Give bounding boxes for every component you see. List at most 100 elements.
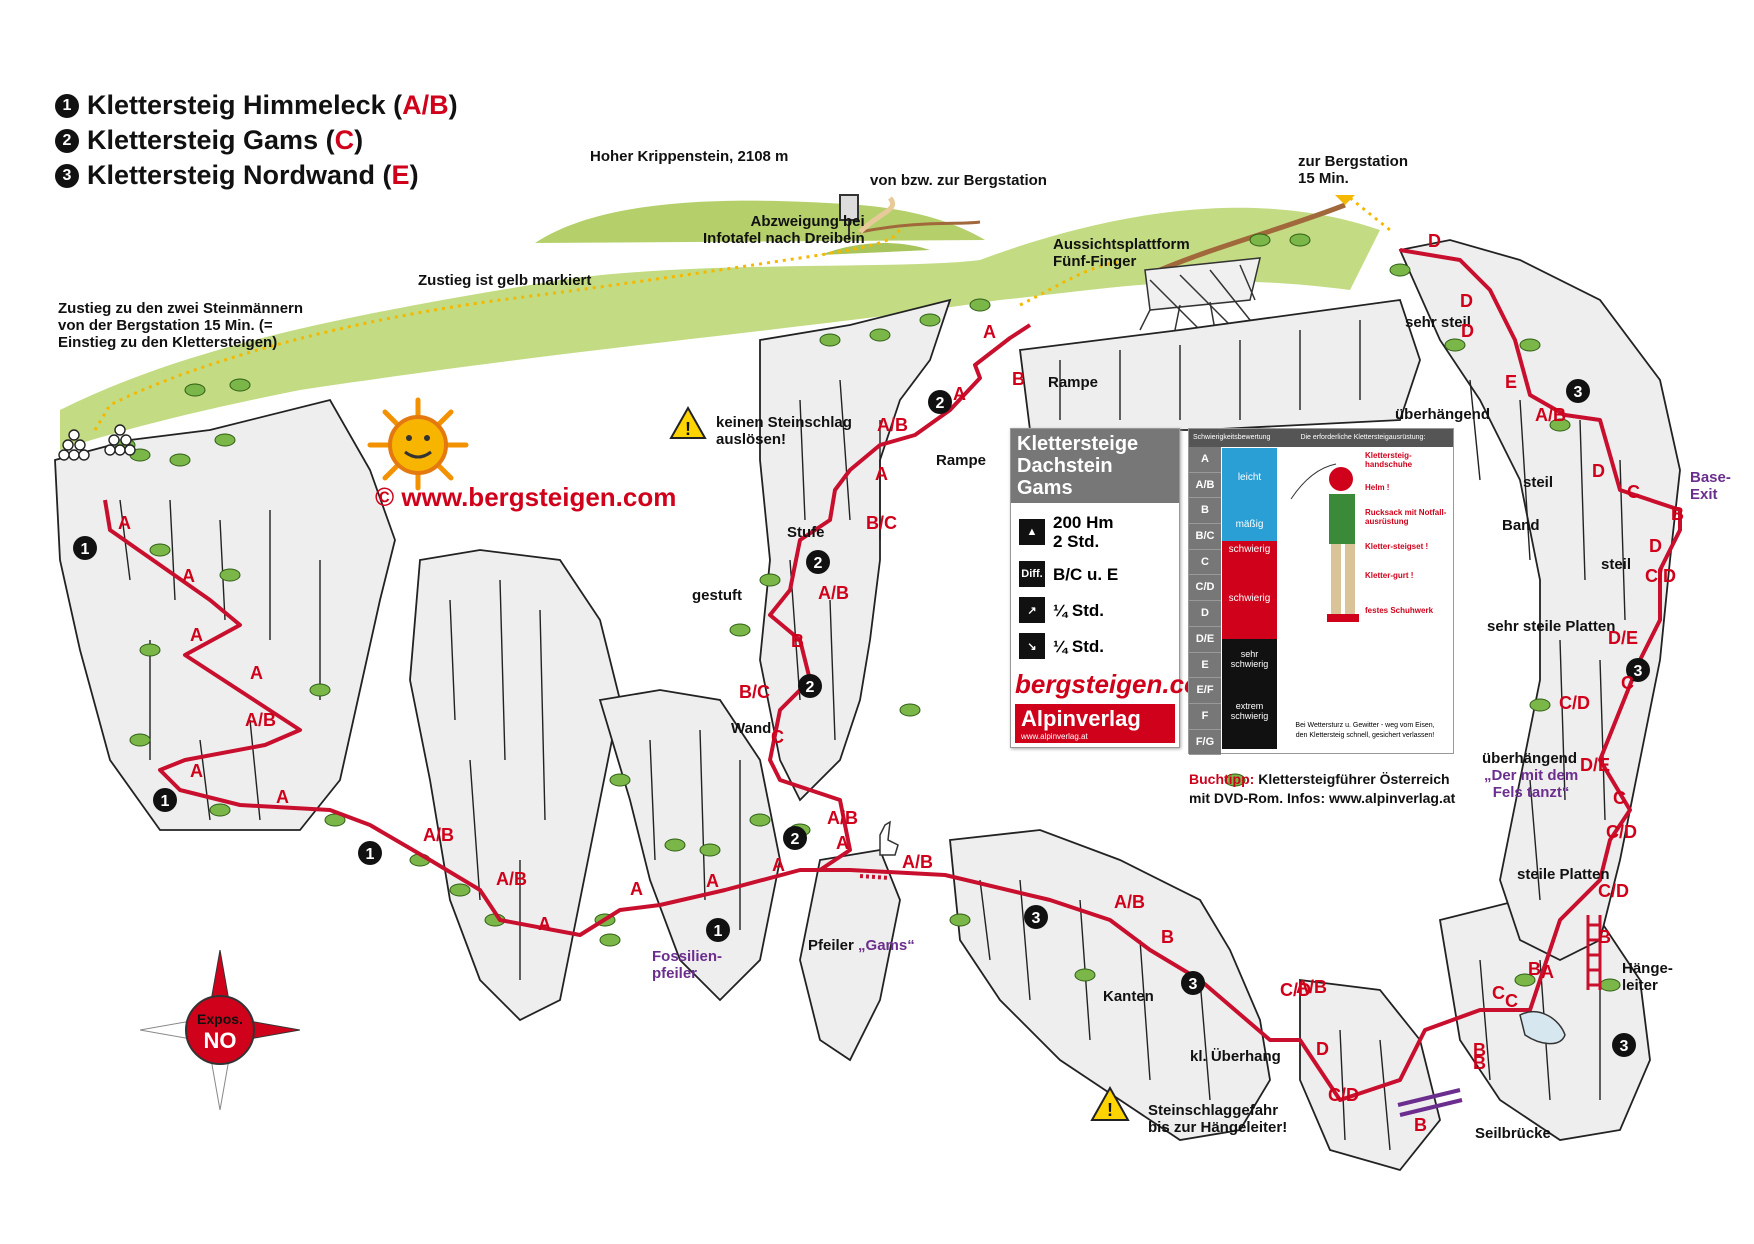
hiker-down-icon: ↘ — [1019, 633, 1045, 659]
grade-label: C/D — [1280, 980, 1311, 1000]
route-number-icon: 1 — [55, 93, 79, 118]
approach-yellow-label: Zustieg ist gelb markiert — [418, 272, 592, 289]
label-gestuft: gestuft — [692, 587, 742, 604]
svg-text:1: 1 — [161, 793, 170, 810]
grade-label: B — [1473, 1040, 1486, 1060]
label-steil-2: steil — [1601, 556, 1632, 573]
level-maessig: mäßig — [1222, 508, 1277, 541]
label-fossilienpfeiler: Fossilien-pfeiler — [652, 948, 723, 982]
grade-label: A — [875, 464, 888, 484]
svg-text:2: 2 — [806, 679, 815, 696]
svg-text:3: 3 — [1634, 663, 1643, 680]
label-sehr-steile-platten: sehr steile Platten — [1487, 618, 1616, 635]
warning-icon: ! — [669, 405, 707, 439]
label-rampe-top: Rampe — [1048, 374, 1099, 391]
grade-label: D — [1592, 461, 1605, 481]
label-steil-1: steil — [1523, 474, 1554, 491]
grade-label: A/B — [1296, 977, 1327, 997]
compass-icon: Expos. NO — [140, 950, 300, 1110]
grade-label: C — [1613, 788, 1626, 808]
route-number-icon: 2 — [55, 128, 79, 153]
route-number-icon: 3 — [55, 163, 79, 188]
route-lines — [103, 248, 1682, 1102]
grade-label: D — [1316, 1039, 1329, 1059]
brand-logo: bergsteigen.com — [1015, 669, 1224, 699]
grade-label: B — [1012, 369, 1025, 389]
level-schwierig-2: schwierig — [1222, 559, 1277, 639]
grade-label: A/B — [496, 869, 527, 889]
gear-list: Klettersteig-handschuhe Helm ! Rucksack … — [1365, 451, 1447, 615]
grade-label: A/B — [423, 825, 454, 845]
difficulty-icon: Diff. — [1019, 561, 1045, 587]
cairn-icon — [58, 424, 136, 461]
svg-text:Expos.: Expos. — [197, 1011, 243, 1027]
grade-label: A/B — [827, 808, 858, 828]
grade-scale-item: F — [1189, 703, 1221, 730]
grade-scale-item: A — [1189, 447, 1221, 473]
svg-text:3: 3 — [1620, 1038, 1629, 1055]
grade-label: C — [771, 727, 784, 747]
level-extrem-schwierig: extrem schwierig — [1222, 689, 1277, 749]
grade-label: D/E — [1608, 628, 1639, 648]
chamois-icon — [879, 820, 899, 856]
grade-scale-item: D/E — [1189, 626, 1221, 653]
label-stufe: Stufe — [787, 524, 825, 541]
grade-label: A — [276, 787, 289, 807]
grade-scale-item: E/F — [1189, 678, 1221, 704]
grade-scale-item: B/C — [1189, 524, 1221, 550]
grade-label: D — [1460, 291, 1473, 311]
grade-label: D — [1461, 321, 1474, 341]
meadow-slope — [60, 207, 1380, 450]
svg-text:1: 1 — [81, 541, 90, 558]
grade-label: D/E — [1580, 755, 1611, 775]
copyright: © www.bergsteigen.com — [375, 482, 677, 512]
grade-label: C — [1627, 482, 1640, 502]
grade-scale: A A/B B B/C C C/D D D/E E E/F F F/G — [1189, 447, 1221, 756]
grade-label: A — [983, 322, 996, 342]
grade-label: A/B — [1535, 405, 1566, 425]
svg-text:3: 3 — [1032, 910, 1041, 927]
svg-text:!: ! — [685, 419, 691, 439]
grade-label: C — [1505, 991, 1518, 1011]
grade-label: B — [1414, 1115, 1427, 1135]
grade-label: A/B — [818, 583, 849, 603]
grade-scale-item: E — [1189, 652, 1221, 679]
grade-label: C/D — [1598, 881, 1629, 901]
sun-icon — [367, 397, 469, 491]
route-number-markers: 1 1 1 1 2 2 2 2 3 3 3 3 3 — [73, 379, 1650, 1057]
ladder-icon — [1586, 915, 1602, 990]
grade-scale-item: A/B — [1189, 472, 1221, 499]
grade-label: A/B — [877, 415, 908, 435]
label-ueberhang: kl. Überhang — [1190, 1048, 1281, 1065]
grade-label: B — [1671, 504, 1684, 524]
meadow-hill — [535, 200, 985, 243]
summit-label: Hoher Krippenstein, 2108 m — [590, 148, 789, 165]
grade-label: B — [791, 631, 804, 651]
grade-label: A — [118, 513, 131, 533]
grade-label: A — [772, 855, 785, 875]
grade-label: A — [182, 566, 195, 586]
grade-label: B — [1161, 927, 1174, 947]
warning-icon: ! — [1090, 1085, 1130, 1121]
grade-label: B — [1528, 959, 1541, 979]
svg-text:3: 3 — [1189, 976, 1198, 993]
grade-scale-item: C/D — [1189, 575, 1221, 602]
svg-text:2: 2 — [814, 555, 823, 572]
grade-label: A/B — [1114, 892, 1145, 912]
platform-icon — [1139, 257, 1261, 331]
grade-label: A — [836, 833, 849, 853]
